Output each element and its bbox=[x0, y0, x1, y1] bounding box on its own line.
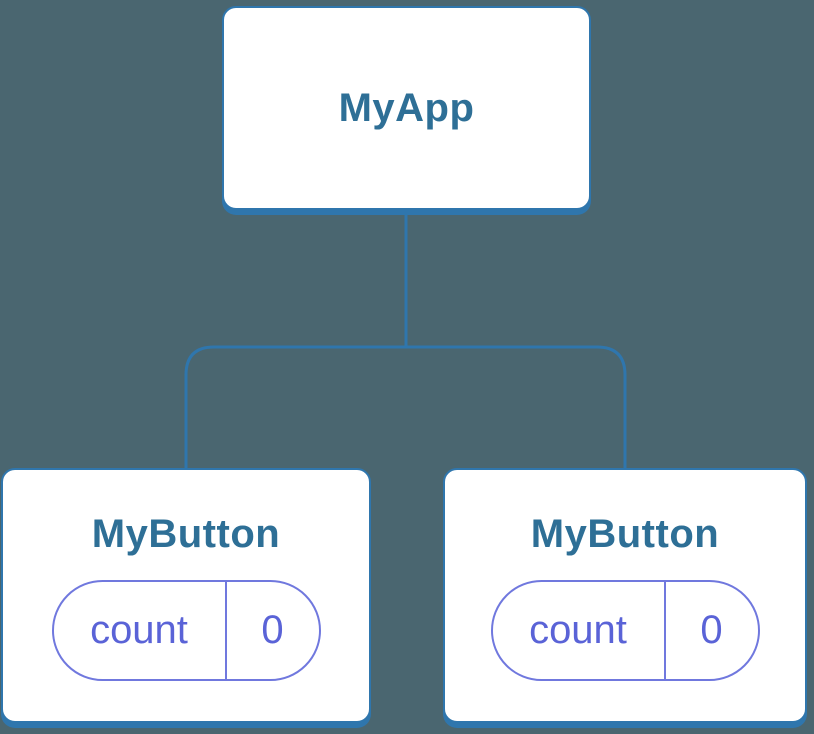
state-value: 0 bbox=[700, 608, 723, 652]
state-pill-divider bbox=[663, 582, 666, 679]
state-value: 0 bbox=[261, 608, 284, 652]
state-key-label: count bbox=[529, 608, 627, 652]
node-title: MyApp bbox=[338, 86, 475, 130]
component-node-mybutton-left: MyButton count 0 bbox=[1, 468, 371, 723]
state-pill-divider bbox=[224, 582, 227, 679]
component-node-myapp: MyApp bbox=[222, 6, 591, 210]
branch-connector-line bbox=[184, 345, 627, 469]
state-pill: count 0 bbox=[51, 580, 321, 681]
node-title: MyButton bbox=[91, 512, 281, 556]
component-node-mybutton-right: MyButton count 0 bbox=[443, 468, 807, 723]
state-key-label: count bbox=[90, 608, 188, 652]
node-title: MyButton bbox=[530, 512, 720, 556]
state-pill: count 0 bbox=[490, 580, 760, 681]
